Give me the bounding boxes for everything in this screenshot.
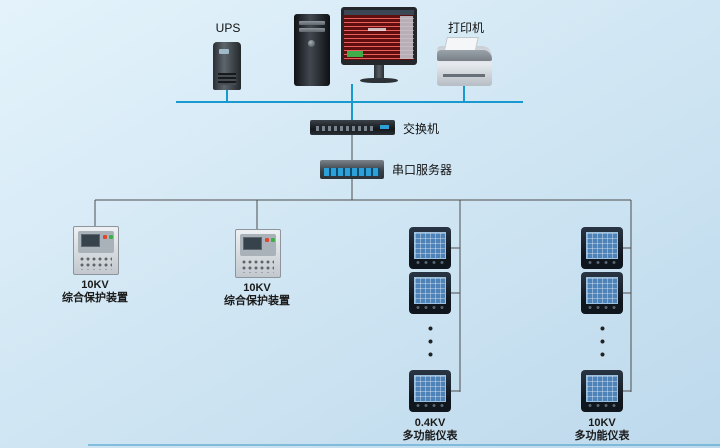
meter-buttons <box>588 403 616 408</box>
meter-screen <box>414 375 446 402</box>
ethernet-lines <box>176 84 523 120</box>
ethernet-switch-device <box>310 120 395 135</box>
meter-04kv-1 <box>409 227 451 269</box>
meter-screen <box>414 277 446 304</box>
printer-output-slot <box>443 74 485 77</box>
drive-bay <box>299 21 325 25</box>
protection1-voltage: 10KV <box>81 279 109 291</box>
protection-device-2 <box>235 229 281 278</box>
meter-screen <box>586 232 618 259</box>
meter-10kv-3 <box>581 370 623 412</box>
drive-bay <box>299 28 325 32</box>
relay-led-red <box>265 238 269 242</box>
relay-keypad <box>80 257 112 270</box>
meter-buttons <box>588 260 616 265</box>
monitor-screen <box>344 10 414 60</box>
meter-10kv-2 <box>581 272 623 314</box>
screen-green-block <box>347 51 363 57</box>
protection1-name: 综合保护装置 <box>62 291 128 304</box>
ups-vents <box>218 73 236 85</box>
switch-led <box>380 125 389 129</box>
computer-tower <box>294 14 330 86</box>
serial-bus-lines <box>94 135 632 392</box>
monitor <box>341 7 417 65</box>
ups-display <box>219 49 229 54</box>
printer-device <box>437 37 492 86</box>
protection2-voltage: 10KV <box>243 282 271 294</box>
printer-cover <box>437 50 492 61</box>
meter-10kv-1 <box>581 227 623 269</box>
meter-04kv-3 <box>409 370 451 412</box>
more-devices-dots <box>428 326 433 364</box>
printer-label: 打印机 <box>447 21 484 35</box>
meter-screen <box>414 232 446 259</box>
meter-col2-name: 多功能仪表 <box>574 429 630 442</box>
meter-screen <box>586 277 618 304</box>
relay-screen <box>81 234 100 247</box>
screen-titlebar <box>344 10 414 15</box>
meter-buttons <box>416 403 444 408</box>
monitor-stand <box>374 65 384 78</box>
protection2-label: 10KV 综合保护装置 <box>207 282 307 307</box>
relay-keypad <box>242 260 274 273</box>
relay-led-red <box>103 235 107 239</box>
protection2-name: 综合保护装置 <box>224 294 290 307</box>
protection1-label: 10KV 综合保护装置 <box>45 279 145 304</box>
screen-side-panel <box>400 16 413 59</box>
bottom-border-line <box>88 444 720 446</box>
ups-device <box>213 42 241 90</box>
meter-04kv-2 <box>409 272 451 314</box>
meter-buttons <box>588 305 616 310</box>
serial-server-ports <box>324 168 380 176</box>
serial-server-label: 串口服务器 <box>392 163 453 177</box>
screen-highlight <box>368 28 386 31</box>
switch-ports <box>316 126 373 131</box>
meter-buttons <box>416 260 444 265</box>
meter-screen <box>586 375 618 402</box>
monitor-base <box>360 78 398 83</box>
relay-led-green <box>271 238 275 242</box>
meter-col2-label: 10KV 多功能仪表 <box>552 417 652 442</box>
meter-col1-name: 多功能仪表 <box>402 429 458 442</box>
relay-screen <box>243 237 262 250</box>
meter-col1-label: 0.4KV 多功能仪表 <box>380 417 480 442</box>
relay-led-green <box>109 235 113 239</box>
meter-buttons <box>416 305 444 310</box>
serial-server-device <box>320 160 384 179</box>
more-devices-dots <box>600 326 605 364</box>
power-button-icon <box>308 40 315 47</box>
ups-label: UPS <box>215 21 241 35</box>
protection-device-1 <box>73 226 119 275</box>
meter-col1-voltage: 0.4KV <box>414 417 446 429</box>
meter-col2-voltage: 10KV <box>588 417 616 429</box>
switch-label: 交换机 <box>403 122 440 136</box>
